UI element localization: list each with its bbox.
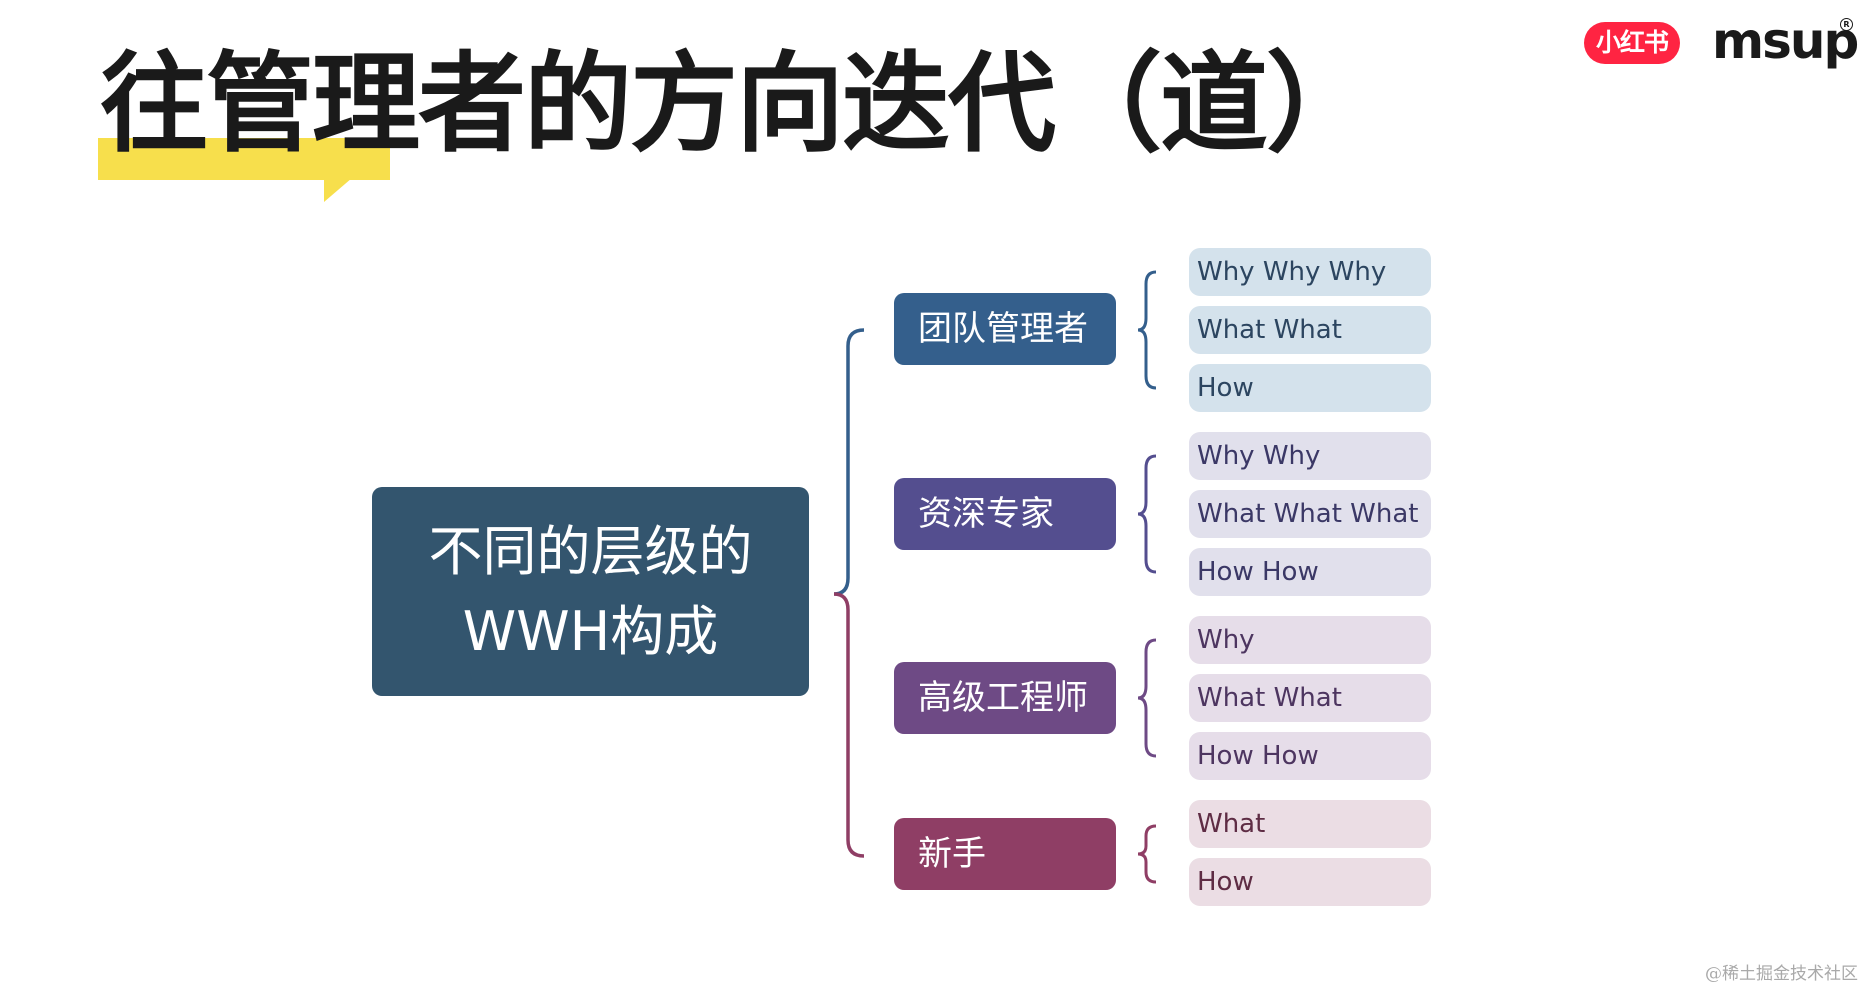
leaf-item: How How <box>1189 732 1431 780</box>
leaf-item: What <box>1189 800 1431 848</box>
leaf-item: How How <box>1189 548 1431 596</box>
title-highlight <box>98 138 390 180</box>
leaf-item: Why <box>1189 616 1431 664</box>
leaf-item: Why Why Why <box>1189 248 1431 296</box>
role-node-senior-expert: 资深专家 <box>894 478 1116 550</box>
leaf-item: What What <box>1189 674 1431 722</box>
group-bracket-2 <box>1137 454 1157 574</box>
role-node-senior-engineer: 高级工程师 <box>894 662 1116 734</box>
leaf-item: How <box>1189 364 1431 412</box>
group-bracket-1 <box>1137 270 1157 390</box>
registered-mark-icon: R <box>1840 18 1853 31</box>
watermark: @稀土掘金技术社区 <box>1705 964 1858 984</box>
title-highlight-tail <box>324 178 352 202</box>
root-node-label: 不同的层级的 WWH构成 <box>428 519 753 663</box>
leaf-item: How <box>1189 858 1431 906</box>
page-title: 往管理者的方向迭代（道） <box>100 42 1374 167</box>
leaf-item: What What What <box>1189 490 1431 538</box>
main-bracket-upper <box>833 328 865 596</box>
group-bracket-3 <box>1137 638 1157 758</box>
role-node-team-manager: 团队管理者 <box>894 293 1116 365</box>
group-bracket-4 <box>1137 824 1157 884</box>
main-bracket-lower <box>833 592 865 858</box>
role-node-novice: 新手 <box>894 818 1116 890</box>
leaf-item: Why Why <box>1189 432 1431 480</box>
root-node: 不同的层级的 WWH构成 <box>372 487 809 696</box>
msup-logo: msup <box>1712 12 1859 70</box>
xiaohongshu-logo: 小红书 <box>1584 22 1680 64</box>
leaf-item: What What <box>1189 306 1431 354</box>
